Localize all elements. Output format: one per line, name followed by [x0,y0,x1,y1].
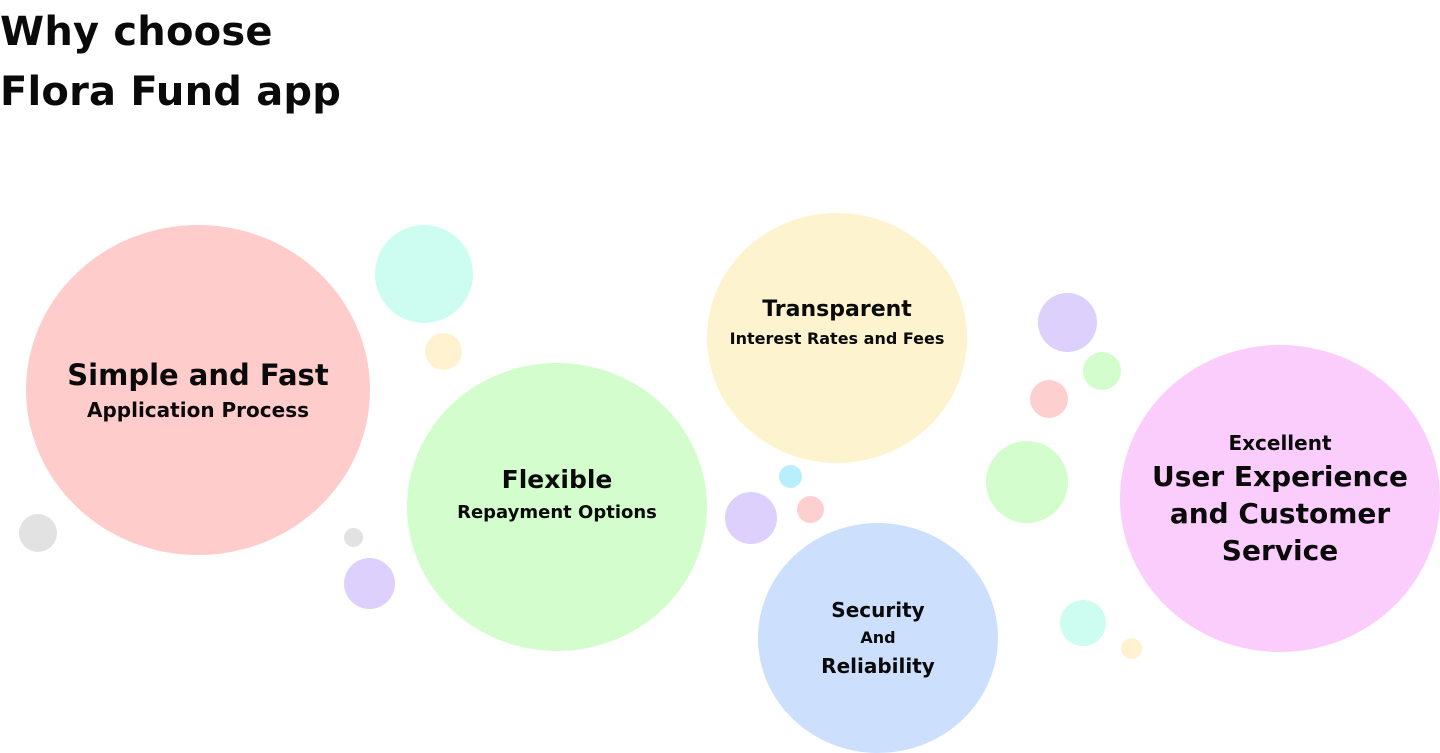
page-title-line-1: Why choose [0,9,273,55]
decorative-bubble [19,514,57,552]
feature-subtitle: User Experience and Customer Service [1151,460,1409,567]
decorative-bubble [725,492,777,544]
decorative-bubble [1060,600,1106,646]
feature-subtitle: Repayment Options [457,502,657,523]
feature-title: Excellent [1228,431,1332,455]
feature-flexible: Flexible Repayment Options [407,363,707,651]
feature-security: Security And Reliability [758,523,998,753]
decorative-bubble [1083,352,1121,390]
decorative-bubble [1038,293,1097,352]
page-title: Why choose Flora Fund app [0,2,341,122]
feature-title: Flexible [501,465,613,494]
feature-connector: And [860,628,896,647]
feature-subtitle: Interest Rates and Fees [729,329,945,348]
decorative-bubble [779,465,802,488]
decorative-bubble [797,496,824,523]
decorative-bubble [375,225,473,323]
feature-transparent: Transparent Interest Rates and Fees [707,213,967,463]
page-title-line-2: Flora Fund app [0,69,342,115]
feature-simple-fast: Simple and Fast Application Process [26,225,370,555]
decorative-bubble [344,528,363,547]
decorative-bubble [986,441,1068,523]
feature-subtitle: Application Process [86,398,310,422]
decorative-bubble [1121,638,1142,659]
feature-title: Simple and Fast [67,358,329,392]
feature-subtitle: Reliability [821,654,935,678]
decorative-bubble [425,333,462,370]
decorative-bubble [344,558,395,609]
feature-title: Transparent [762,297,912,322]
feature-excellent: Excellent User Experience and Customer S… [1120,345,1440,652]
decorative-bubble [1030,380,1068,418]
feature-title: Security [831,598,925,622]
